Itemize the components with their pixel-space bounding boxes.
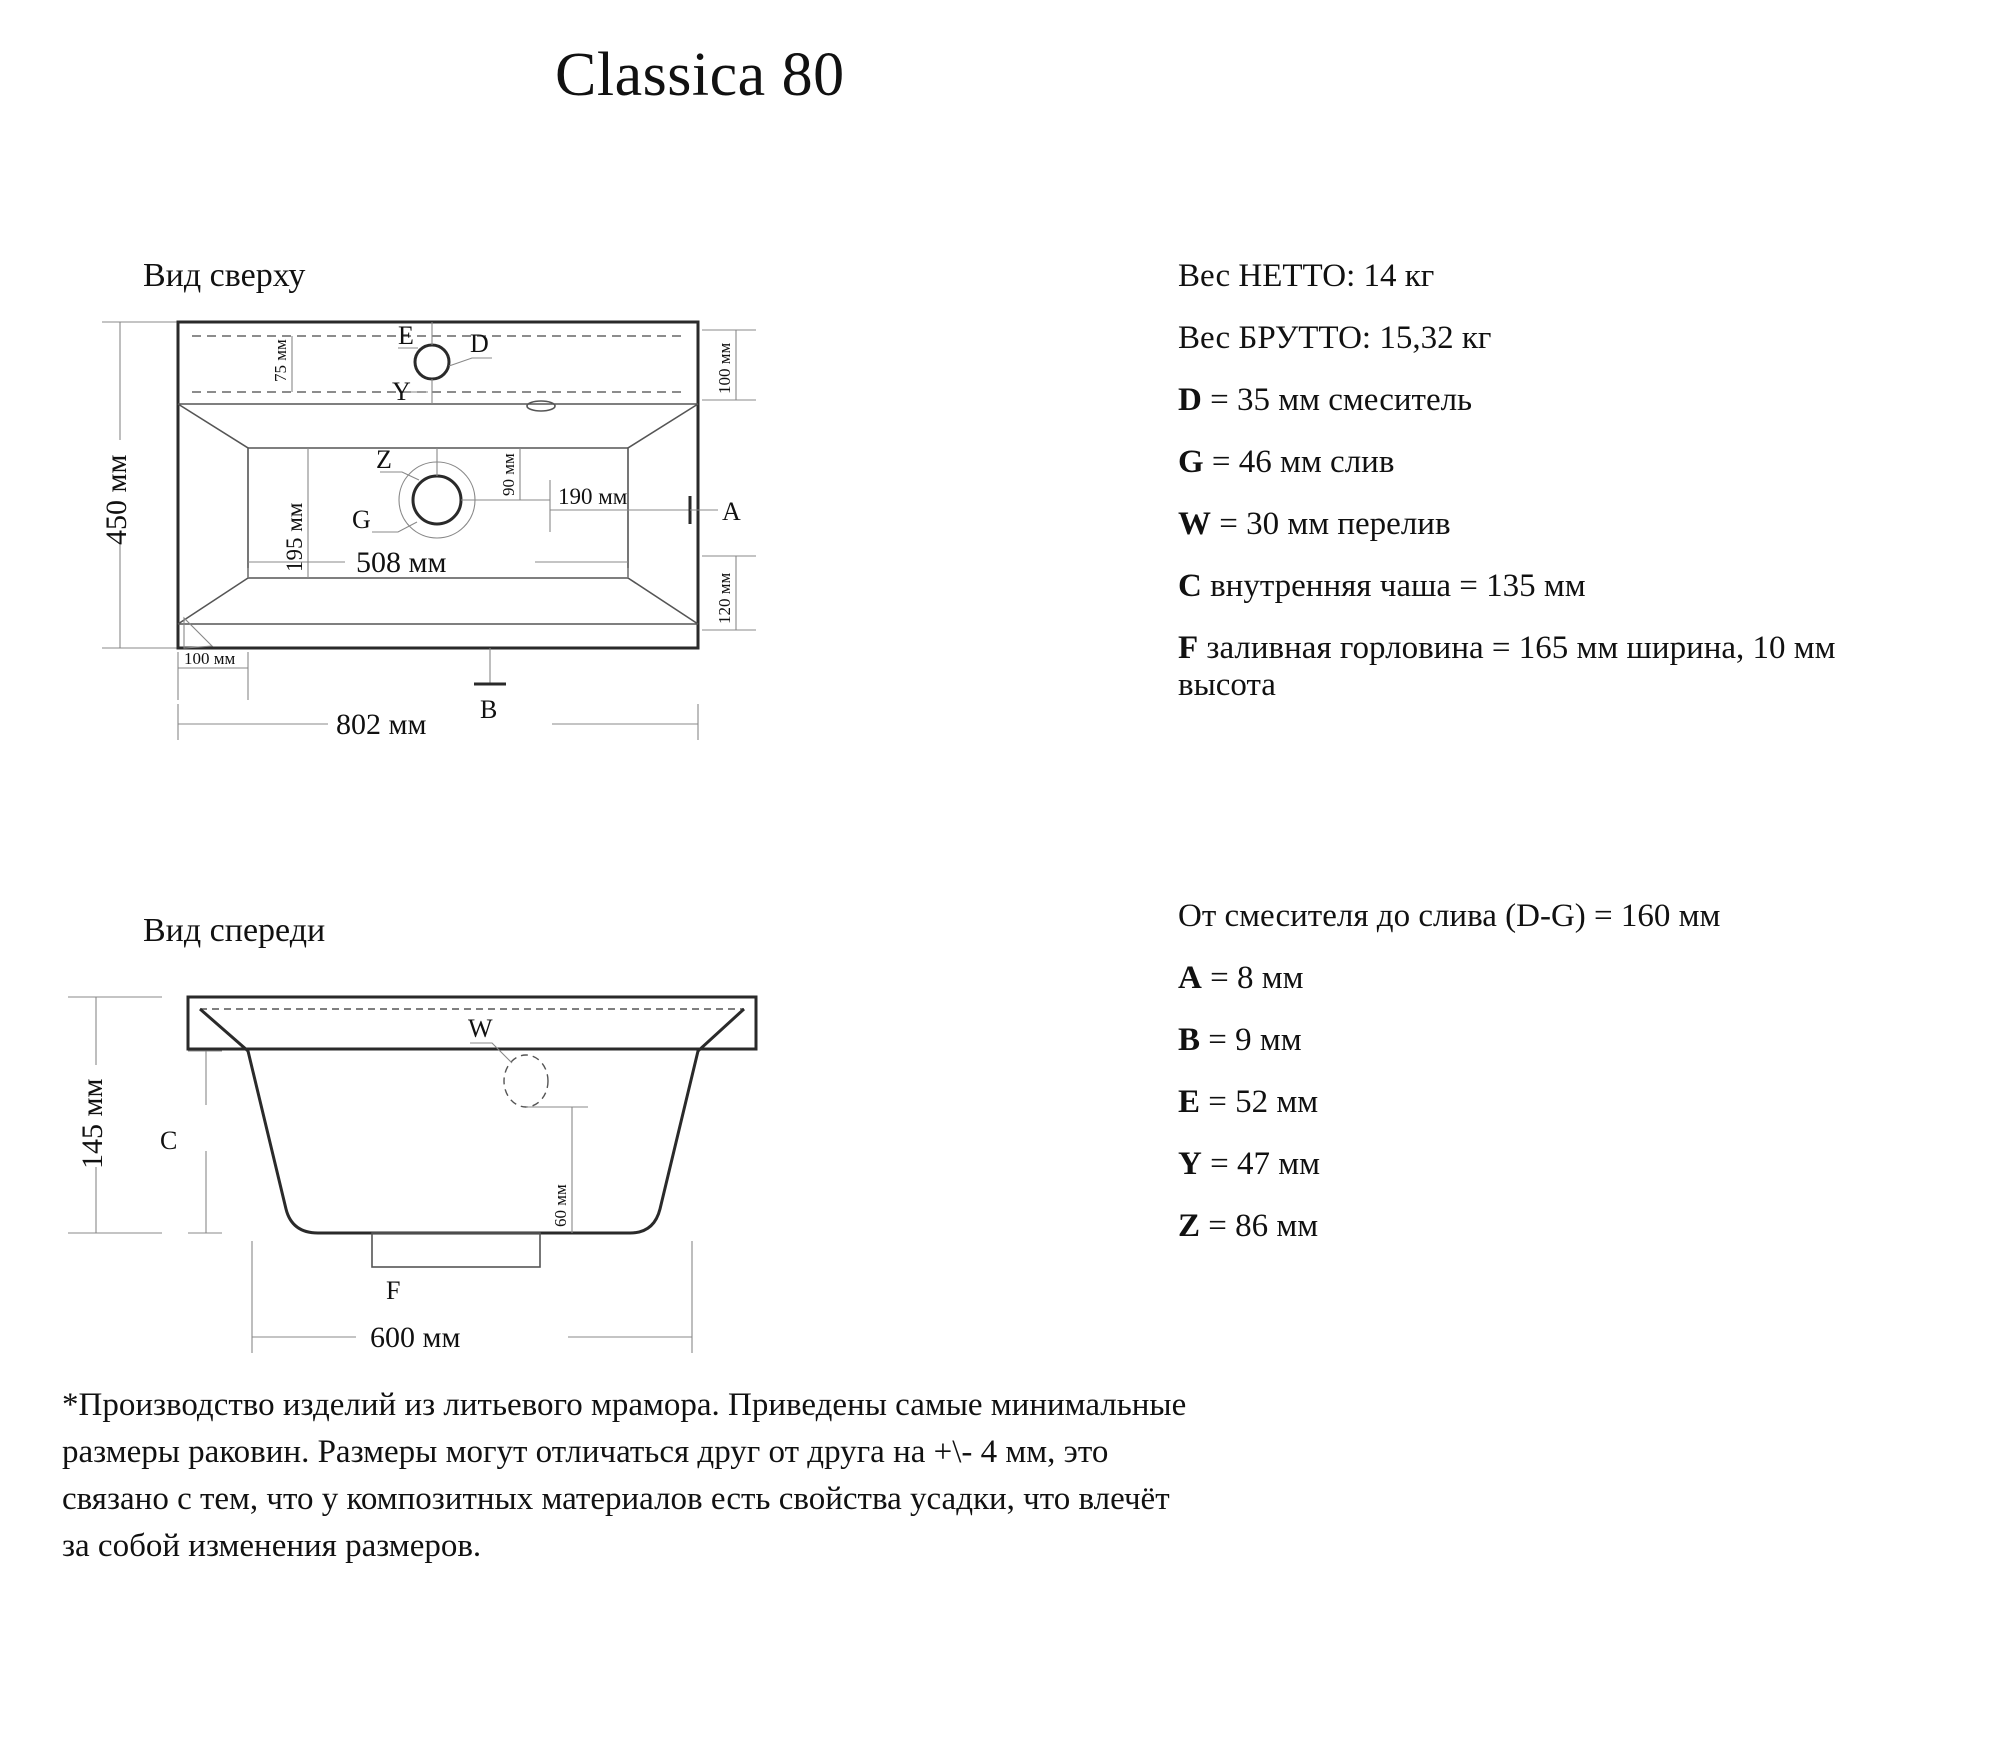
top-view-heading: Вид сверху [143, 257, 306, 294]
callout-F: F [386, 1276, 400, 1305]
spec-Z: Z = 86 мм [1178, 1208, 1720, 1245]
corner-marker [183, 616, 214, 649]
spec-Y-text: = 47 мм [1210, 1146, 1320, 1182]
spec-B: B = 9 мм [1178, 1022, 1720, 1059]
page-title: Classica 80 [555, 41, 845, 109]
spec-C-text: внутренняя чаша = 135 мм [1210, 568, 1586, 604]
spec-W: W = 30 мм перелив [1178, 506, 1938, 543]
dim-60mm: 60 мм [551, 1184, 570, 1227]
spec-A-text: = 8 мм [1210, 960, 1304, 996]
spec-net-weight-text: Вес НЕТТО: 14 кг [1178, 258, 1435, 294]
spec-mixer-to-drain: От смесителя до слива (D-G) = 160 мм [1178, 898, 1720, 935]
callout-W: W [468, 1014, 493, 1043]
callout-D: D [470, 329, 489, 358]
spec-D-label: D [1178, 382, 1202, 418]
spec-W-label: W [1178, 506, 1211, 542]
dim-802mm: 802 мм [336, 708, 426, 741]
dim-195mm: 195 мм [282, 502, 307, 572]
dim-120mm: 120 мм [715, 572, 734, 624]
spec-B-label: B [1178, 1022, 1201, 1058]
spec-E-text: = 52 мм [1208, 1084, 1319, 1120]
spec-G-label: G [1178, 444, 1204, 480]
leader-Z [380, 471, 420, 481]
spec-G-text: = 46 мм слив [1211, 444, 1395, 480]
leader-D [448, 357, 492, 367]
spec-D: D = 35 мм смеситель [1178, 382, 1938, 419]
specs-secondary-list: От смесителя до слива (D-G) = 160 мм A =… [1178, 898, 1720, 1270]
bowl-left-slope [177, 403, 249, 625]
dim-450mm: 450 мм [100, 455, 133, 545]
dim-100mm-right: 100 мм [715, 342, 734, 394]
basin-outline [176, 320, 700, 650]
leader-G [372, 521, 418, 533]
front-view-heading: Вид спереди [143, 912, 326, 949]
spec-net-weight: Вес НЕТТО: 14 кг [1178, 258, 1938, 295]
callout-Y: Y [392, 377, 411, 406]
leader-W [470, 1042, 513, 1064]
spec-E-label: E [1178, 1084, 1201, 1120]
fill-neck [371, 1232, 541, 1268]
dim-508mm: 508 мм [356, 546, 446, 579]
front-view-drawing: 145 мм C W 60 мм F 600 мм [68, 995, 758, 1354]
spec-F-label: F [1178, 630, 1199, 666]
faucet-hole [413, 343, 451, 381]
spec-C-label: C [1178, 568, 1202, 604]
dim-600mm: 600 мм [370, 1321, 460, 1354]
spec-W-text: = 30 мм перелив [1219, 506, 1451, 542]
spec-Y: Y = 47 мм [1178, 1146, 1720, 1183]
spec-F: F заливная горловина = 165 мм ширина, 10… [1178, 630, 1938, 704]
bowl-right-slope [627, 403, 699, 625]
spec-gross-weight: Вес БРУТТО: 15,32 кг [1178, 320, 1938, 357]
specs-primary-list: Вес НЕТТО: 14 кг Вес БРУТТО: 15,32 кг D … [1178, 258, 1938, 729]
dim-100mm-corner: 100 мм [184, 649, 236, 668]
callout-A: A [722, 497, 741, 526]
spec-mixer-to-drain-text: От смесителя до слива (D-G) = 160 мм [1178, 898, 1721, 934]
callout-Z: Z [376, 445, 392, 474]
spec-G: G = 46 мм слив [1178, 444, 1938, 481]
spec-F-text: заливная горловина = 165 мм ширина, 10 м… [1178, 630, 1836, 703]
dim-75mm: 75 мм [271, 339, 290, 382]
callout-E: E [398, 321, 414, 350]
callout-B: B [480, 695, 497, 724]
spec-gross-weight-text: Вес БРУТТО: 15,32 кг [1178, 320, 1492, 356]
top-view-drawing: 450 мм 75 мм 100 мм E D Y [100, 320, 756, 741]
overflow-hole [503, 1054, 549, 1108]
spec-Z-text: = 86 мм [1208, 1208, 1319, 1244]
spec-A-label: A [1178, 960, 1202, 996]
callout-C: C [160, 1126, 177, 1155]
spec-D-text: = 35 мм смеситель [1210, 382, 1473, 418]
dim-90mm: 90 мм [499, 453, 518, 496]
spec-Z-label: Z [1178, 1208, 1201, 1244]
spec-A: A = 8 мм [1178, 960, 1720, 997]
drain-hole [411, 474, 463, 526]
spec-E: E = 52 мм [1178, 1084, 1720, 1121]
rim-slab [186, 995, 758, 1051]
callout-G: G [352, 505, 371, 534]
spec-C: C внутренняя чаша = 135 мм [1178, 568, 1938, 605]
spec-B-text: = 9 мм [1208, 1022, 1302, 1058]
dim-190mm: 190 мм [558, 484, 628, 509]
footnote-text: *Производство изделий из литьевого мрамо… [62, 1387, 1187, 1564]
spec-Y-label: Y [1178, 1146, 1202, 1182]
overflow-slot [526, 400, 556, 412]
dim-145mm: 145 мм [76, 1079, 109, 1169]
